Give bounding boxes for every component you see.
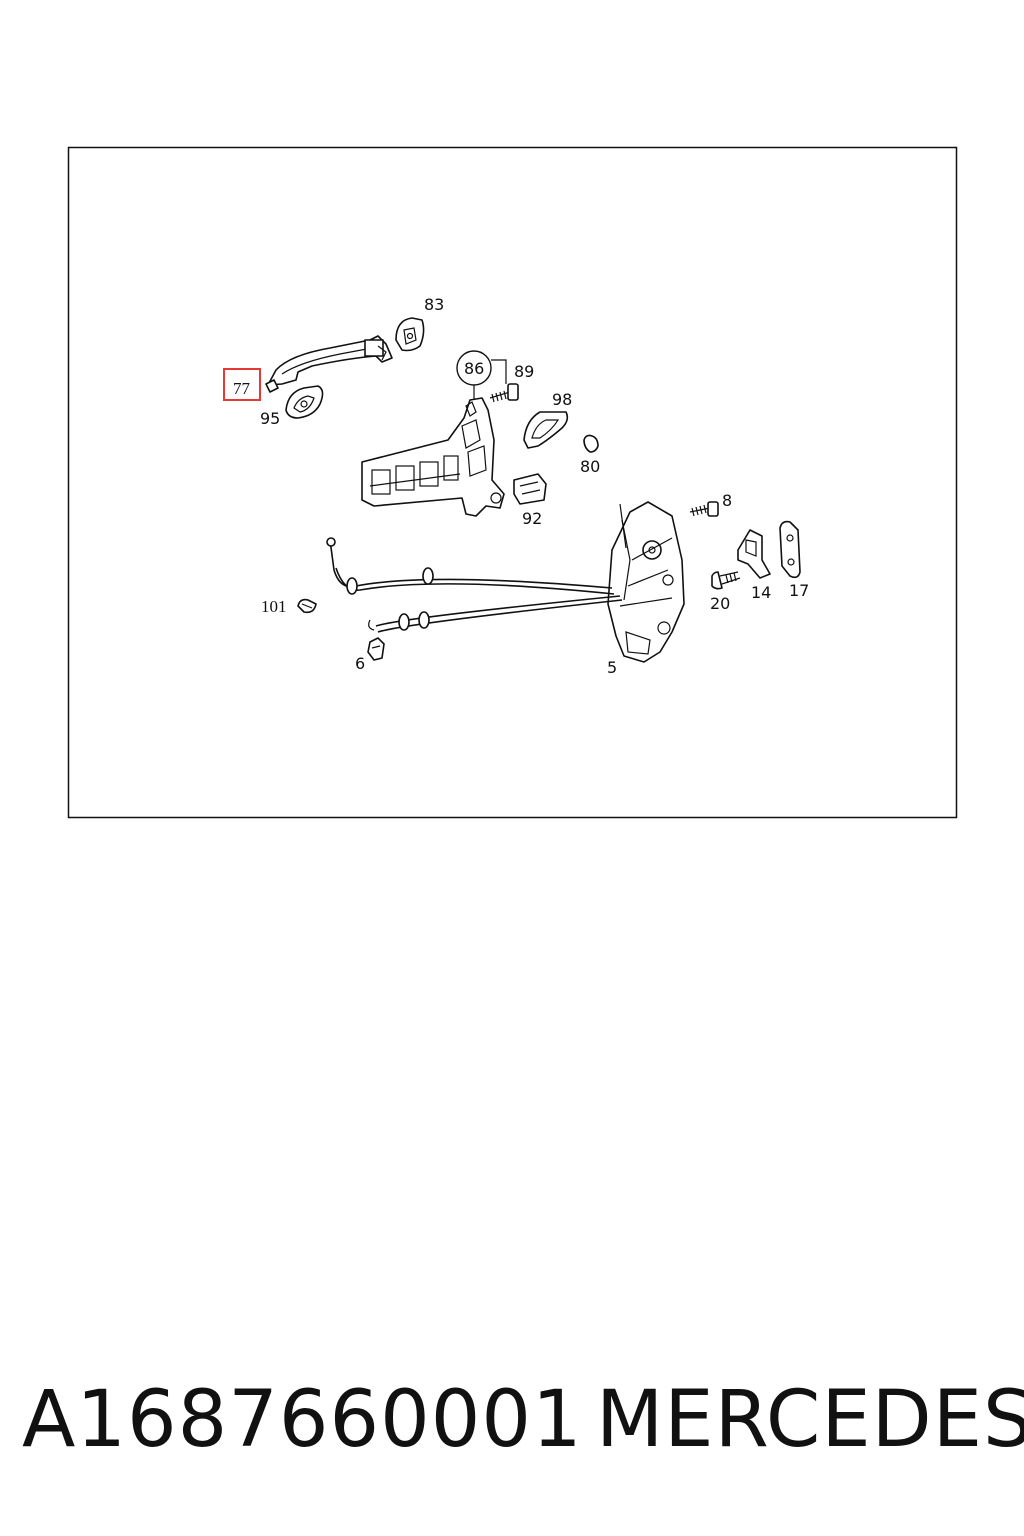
brand-name: MERCEDES xyxy=(596,1375,1024,1465)
part-92-clip[interactable] xyxy=(513,473,547,505)
footer: A1687660001 MERCEDES xyxy=(0,1370,1024,1480)
part-6-bearing[interactable] xyxy=(367,637,385,661)
part-17-plate[interactable] xyxy=(779,520,801,579)
highlight-77 xyxy=(223,368,261,401)
part-5-door-lock[interactable] xyxy=(607,501,685,663)
part-83-cap[interactable] xyxy=(395,317,425,352)
label-83[interactable]: 83 xyxy=(424,295,444,314)
diagram-frame xyxy=(67,146,958,819)
label-17[interactable]: 17 xyxy=(789,581,809,600)
label-6[interactable]: 6 xyxy=(355,654,365,673)
label-14[interactable]: 14 xyxy=(751,583,771,602)
cable-upper[interactable] xyxy=(326,537,615,595)
part-101-clip[interactable] xyxy=(297,598,317,614)
callout-86-leader xyxy=(473,359,507,400)
part-8-screw[interactable] xyxy=(689,501,719,517)
part-86-handle-carrier[interactable] xyxy=(361,397,505,517)
label-80[interactable]: 80 xyxy=(580,457,600,476)
part-77-door-handle[interactable] xyxy=(265,335,393,393)
label-92[interactable]: 92 xyxy=(522,509,542,528)
label-89[interactable]: 89 xyxy=(514,362,534,381)
part-95-seal[interactable] xyxy=(285,385,324,419)
label-101[interactable]: 101 xyxy=(261,597,287,616)
part-98-gasket[interactable] xyxy=(523,411,569,449)
label-8[interactable]: 8 xyxy=(722,491,732,510)
label-95[interactable]: 95 xyxy=(260,409,280,428)
cable-lower[interactable] xyxy=(368,595,623,633)
label-5[interactable]: 5 xyxy=(607,658,617,677)
part-20-screw[interactable] xyxy=(711,571,741,590)
part-80-plug[interactable] xyxy=(583,434,599,453)
part-89-screw[interactable] xyxy=(489,383,519,403)
label-98[interactable]: 98 xyxy=(552,390,572,409)
part-14-bracket[interactable] xyxy=(737,529,771,579)
part-number: A1687660001 xyxy=(22,1375,583,1465)
label-77[interactable]: 77 xyxy=(233,379,251,398)
label-20[interactable]: 20 xyxy=(710,594,730,613)
label-86[interactable]: 86 xyxy=(464,359,484,378)
